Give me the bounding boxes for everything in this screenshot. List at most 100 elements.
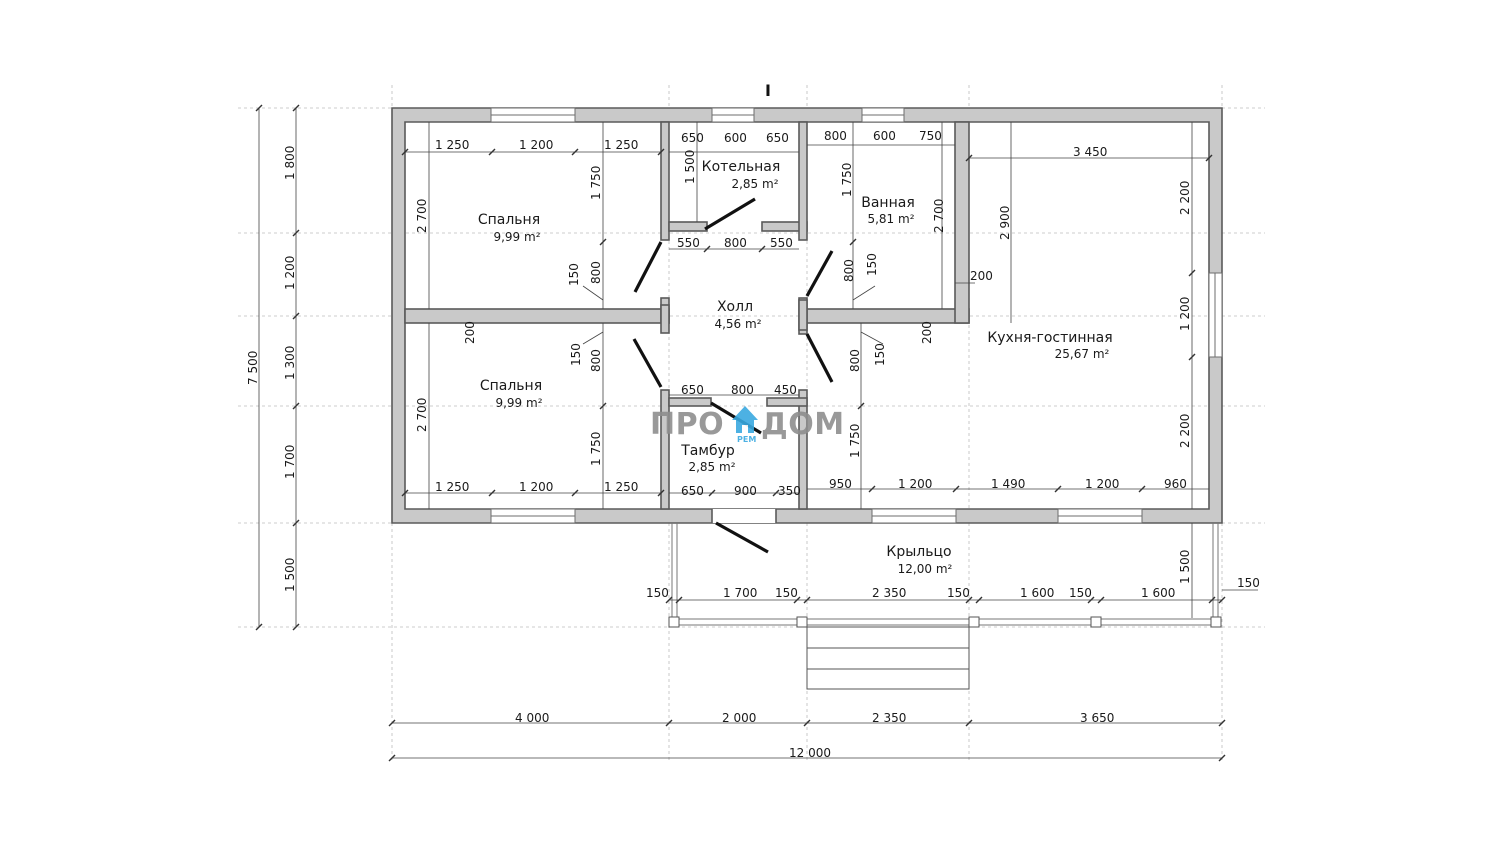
door-leaf [715,521,769,554]
dim-label: 4 000 [515,711,549,725]
porch-post [968,616,980,628]
dim-label: 200 [970,269,993,283]
dim-label: 150 [865,253,879,276]
dim-label: 950 [829,477,852,491]
dim-label: 650 [766,131,789,145]
dim-label: 2 200 [1178,181,1192,215]
dim-label: 150 [947,586,970,600]
porch-post [1090,616,1102,628]
dim-label: 150 [775,586,798,600]
dim-label: 800 [731,383,754,397]
dim-label: 1 490 [991,477,1025,491]
room-labels: Котельная 2,85 m² Спальня 9,99 m² Ванная… [478,159,1113,576]
dim-label: 800 [724,236,747,250]
dim-label: 650 [681,484,704,498]
partition-wall [660,389,670,510]
logo: ПРО ДОМ РЕМ [650,406,844,444]
dim-label: 1 600 [1141,586,1175,600]
dim-label: 150 [873,343,887,366]
dim-label: 450 [774,383,797,397]
dim-label: 1 500 [283,558,297,592]
partition-wall [766,397,808,407]
dim-label: 2 700 [932,199,946,233]
house-icon [732,406,758,433]
dim-label: 1 200 [1085,477,1119,491]
walls [391,107,1223,524]
partition-wall [404,308,670,324]
entrance-opening [712,509,776,523]
dim-label: 550 [770,236,793,250]
door-leaf [633,241,663,293]
dim-label: 2 700 [415,199,429,233]
porch-post [796,616,808,628]
room-name-boiler: Котельная [702,159,781,175]
dimension-lines [255,104,1258,762]
dim-label: 1 700 [283,445,297,479]
room-area-boiler: 2,85 m² [731,177,778,191]
logo-text-pro: ПРО [650,407,724,442]
dim-label: 1 750 [589,432,603,466]
dim-label: 600 [873,129,896,143]
porch-post [1210,616,1222,628]
room-name-bathroom: Ванная [861,195,915,211]
dim-label: 150 [569,343,583,366]
dim-label: 650 [681,383,704,397]
door-leaf [805,250,834,297]
dim-label: 1 200 [283,256,297,290]
door-jamb [798,299,808,331]
room-area-porch: 12,00 m² [898,562,953,576]
dim-label: 800 [842,259,856,282]
porch-post [668,616,680,628]
dim-label: 7 500 [246,351,260,385]
door-leaf [704,197,756,231]
dim-label: 1 200 [519,480,553,494]
dim-label: 3 450 [1073,145,1107,159]
room-area-bedroom-bottom: 9,99 m² [495,396,542,410]
partition-wall [954,121,970,324]
dim-label: 2 350 [872,586,906,600]
room-name-kitchen: Кухня-гостинная [987,330,1112,346]
dim-label: 1 250 [604,480,638,494]
dim-label: 1 200 [1178,297,1192,331]
dim-label: 350 [778,484,801,498]
dim-label: 2 350 [872,711,906,725]
dim-label: 2 700 [415,398,429,432]
dim-label: 150 [1237,576,1260,590]
dim-label: 1 200 [519,138,553,152]
exterior-wall [391,107,1223,524]
windows [490,107,1223,524]
dim-label: 1 750 [589,166,603,200]
dim-label: 200 [463,321,477,344]
dim-label: 1 250 [435,480,469,494]
dim-label: 960 [1164,477,1187,491]
partition-wall [660,121,670,241]
dim-label: 800 [589,261,603,284]
dim-label: 1 250 [604,138,638,152]
dim-label: 2 000 [722,711,756,725]
partition-wall [806,308,970,324]
partition-wall [798,389,808,510]
partition-wall [798,121,808,241]
dim-label: 800 [589,349,603,372]
dim-label: 150 [646,586,669,600]
partition-wall [668,221,708,232]
dimension-labels: 1 250 1 200 1 250 2 700 1 750 150 800 65… [246,129,1260,760]
door-jamb [660,304,670,334]
dim-label: 1 500 [1178,550,1192,584]
dim-label: 1 200 [898,477,932,491]
door-leaf [805,333,834,383]
dim-label: 150 [567,263,581,286]
room-area-bathroom: 5,81 m² [867,212,914,226]
dim-label: 1 300 [283,346,297,380]
dim-label: 1 750 [840,163,854,197]
dim-label: 150 [1069,586,1092,600]
dim-label: 1 600 [1020,586,1054,600]
dim-label: 3 650 [1080,711,1114,725]
dim-label: 750 [919,129,942,143]
partition-wall [668,397,712,407]
room-name-hall: Холл [717,299,753,315]
dim-label: 12 000 [789,746,831,760]
dim-label: 2 200 [1178,414,1192,448]
dim-label: 900 [734,484,757,498]
